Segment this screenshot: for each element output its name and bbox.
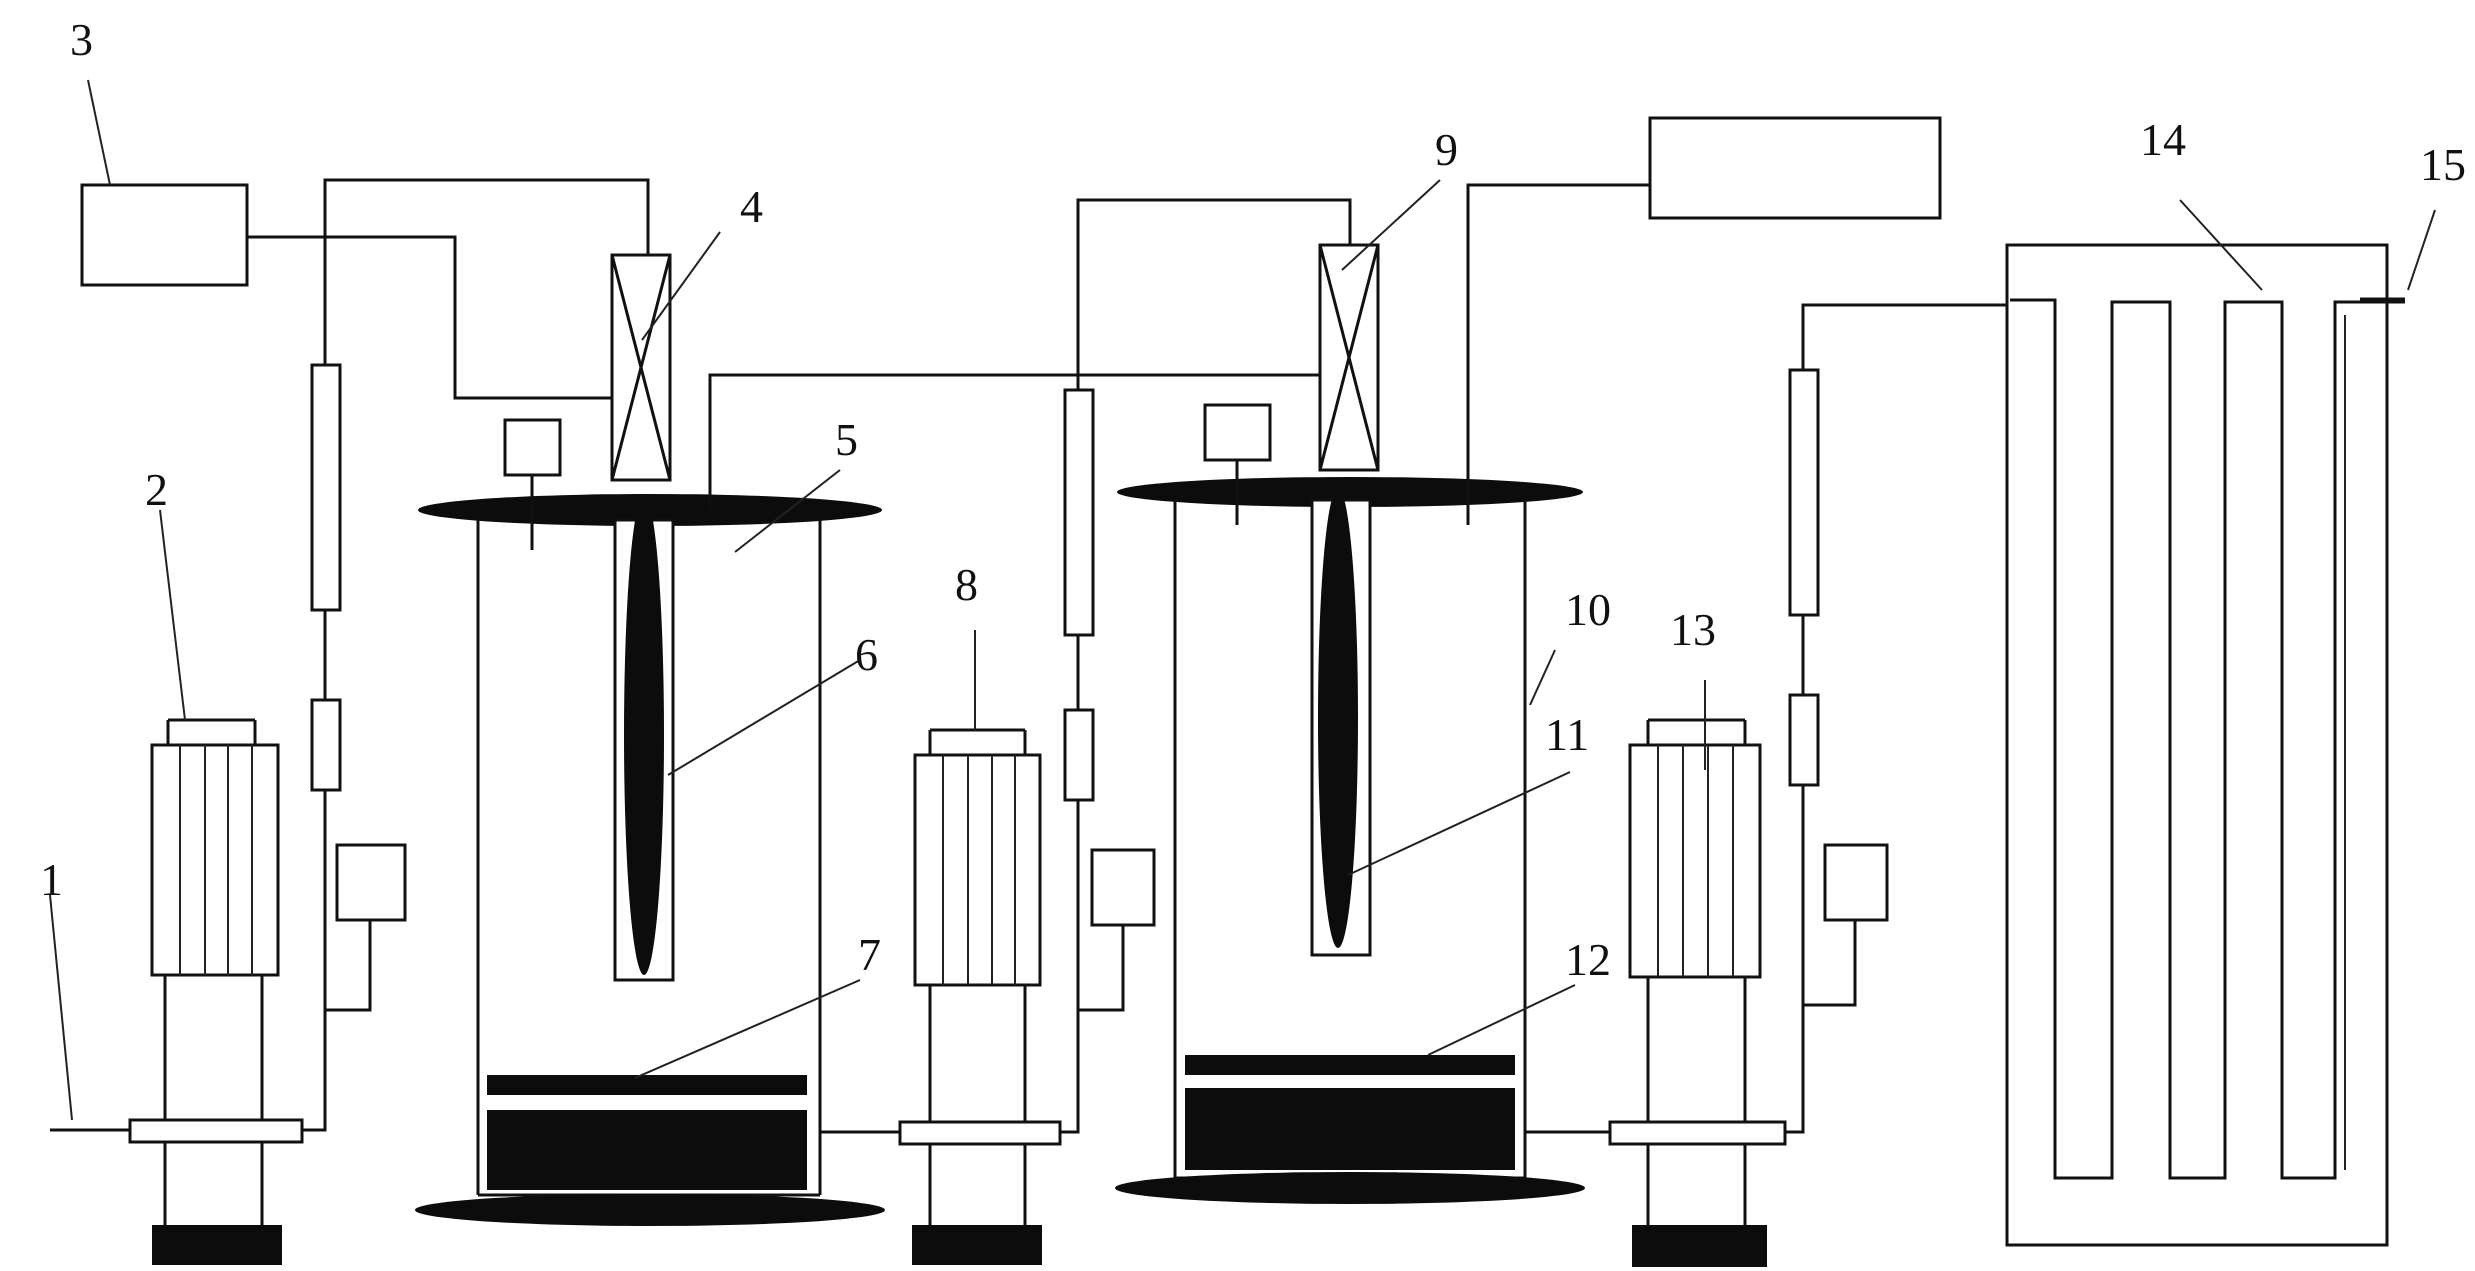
gas-source-3 <box>80 183 612 400</box>
electrode-tube-2 <box>1310 488 1372 957</box>
leader-lines <box>49 79 2436 1121</box>
label-6: 6 <box>855 629 878 680</box>
stirrer-7 <box>487 1075 807 1190</box>
sensor-1 <box>503 418 562 550</box>
label-3: 3 <box>70 14 93 65</box>
pipe-reactor1-to-valve9 <box>708 373 1320 510</box>
label-14: 14 <box>2140 114 2186 165</box>
pump-3 <box>1608 718 1787 1267</box>
gas-outlet-box <box>1466 116 1942 525</box>
label-8: 8 <box>955 559 978 610</box>
label-10: 10 <box>1565 584 1611 635</box>
stirrer-12 <box>1185 1055 1515 1170</box>
label-1: 1 <box>40 854 63 905</box>
valve-9 <box>1318 243 1380 472</box>
electrode-tube-1 <box>613 495 675 982</box>
label-5: 5 <box>835 414 858 465</box>
sensor-2 <box>1203 403 1272 525</box>
reactor-2 <box>1115 477 1585 1204</box>
valve-4 <box>610 253 672 482</box>
label-4: 4 <box>740 181 763 232</box>
label-9: 9 <box>1435 124 1458 175</box>
controller-3 <box>1803 843 1889 1007</box>
label-12: 12 <box>1565 934 1611 985</box>
label-15: 15 <box>2420 139 2466 190</box>
flowmeter-2 <box>1063 388 1095 802</box>
flowmeter-3 <box>1788 368 1820 787</box>
controller-2 <box>1078 848 1156 1012</box>
label-2: 2 <box>145 464 168 515</box>
pipe-pump1-to-reactor1 <box>302 178 650 1132</box>
serpentine-tank-14 <box>2005 243 2405 1247</box>
pipe-pump2-to-reactor2 <box>1060 198 1352 1134</box>
flowmeter-1 <box>310 363 342 792</box>
pump-1 <box>128 718 304 1265</box>
pump-2 <box>898 728 1062 1265</box>
labels: 1 2 3 4 5 6 7 8 9 10 11 12 13 14 15 <box>40 14 2466 985</box>
label-13: 13 <box>1670 604 1716 655</box>
label-7: 7 <box>858 929 881 980</box>
controller-1 <box>325 843 407 1012</box>
label-11: 11 <box>1545 709 1589 760</box>
